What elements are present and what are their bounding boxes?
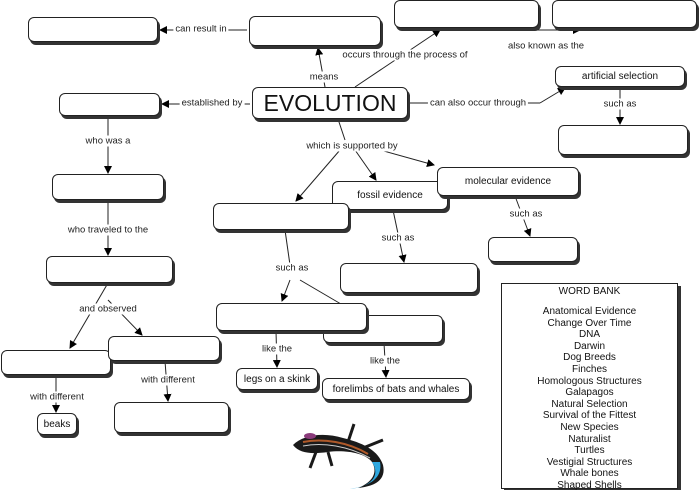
- word-bank-item: Homologous Structures: [537, 375, 642, 387]
- blank-box-established-by[interactable]: [59, 93, 160, 116]
- blank-box-different-2[interactable]: [114, 402, 229, 433]
- blank-box-observed-2[interactable]: [108, 336, 220, 361]
- link-and-observed: and observed: [77, 303, 139, 315]
- blank-box-fossil-example[interactable]: [340, 263, 478, 293]
- word-bank-item: Dog Breeds: [563, 352, 616, 364]
- blank-box-evidence[interactable]: [213, 203, 349, 230]
- link-also-known: also known as the: [505, 40, 587, 52]
- link-with-different-1: with different: [28, 391, 86, 403]
- word-bank-item: Darwin: [573, 340, 606, 352]
- link-such-as-artificial: such as: [601, 98, 639, 110]
- link-with-different-2: with different: [139, 374, 197, 386]
- word-bank-item: New Species: [560, 421, 619, 433]
- word-bank-item: Natural Selection: [551, 398, 628, 410]
- blank-box-who-was[interactable]: [52, 174, 164, 200]
- node-beaks: beaks: [37, 413, 77, 435]
- word-bank-item: Galapagos: [565, 387, 614, 399]
- link-occurs-through: occurs through the process of: [340, 49, 470, 61]
- node-molecular-evidence: molecular evidence: [437, 167, 579, 196]
- word-bank-item: Whale bones: [560, 468, 619, 480]
- blank-box-traveled-to[interactable]: [46, 256, 173, 283]
- link-who-was-a: who was a: [83, 135, 133, 147]
- word-bank-item: Change Over Time: [547, 317, 632, 329]
- link-such-as-molecular: such as: [507, 208, 545, 220]
- link-such-as-anatomical: such as: [273, 262, 311, 274]
- word-bank-item: Naturalist: [568, 433, 611, 445]
- word-bank-item: DNA: [578, 329, 601, 341]
- node-evolution: EVOLUTION: [252, 87, 408, 119]
- blank-box-process[interactable]: [394, 0, 539, 28]
- link-supported-by: which is supported by: [304, 140, 400, 152]
- word-bank-item: Shaped Shells: [557, 479, 622, 490]
- blank-box-result[interactable]: [28, 17, 158, 42]
- word-bank-title: WORD BANK: [558, 286, 621, 297]
- link-can-also-occur: can also occur through: [427, 97, 529, 109]
- blank-box-means[interactable]: [249, 16, 381, 46]
- blank-box-also-known[interactable]: [552, 0, 697, 28]
- node-fossil-evidence: fossil evidence: [332, 181, 448, 210]
- word-bank-item: Vestigial Structures: [546, 456, 633, 468]
- word-bank-item: Turtles: [574, 445, 605, 457]
- link-established-by: established by: [179, 97, 245, 109]
- word-bank-item: Survival of the Fittest: [542, 410, 637, 422]
- node-artificial-selection: artificial selection: [555, 66, 685, 87]
- link-like-the-2: like the: [367, 355, 403, 367]
- word-bank-item: Finches: [571, 363, 607, 375]
- blank-box-artificial-example[interactable]: [558, 125, 688, 155]
- link-who-traveled: who traveled to the: [65, 224, 151, 236]
- link-can-result-in: can result in: [173, 23, 229, 35]
- blank-box-molecular-example[interactable]: [488, 237, 578, 262]
- blank-box-structure-1[interactable]: [216, 303, 367, 331]
- link-like-the-1: like the: [259, 343, 295, 355]
- word-bank-item: Anatomical Evidence: [542, 306, 637, 317]
- node-forelimbs: forelimbs of bats and whales: [322, 378, 470, 400]
- blank-box-observed-1[interactable]: [1, 350, 111, 375]
- link-such-as-fossil: such as: [379, 232, 417, 244]
- node-legs-on-skink: legs on a skink: [236, 368, 318, 390]
- link-means: means: [307, 71, 341, 83]
- skink-lizard-icon: [293, 423, 384, 489]
